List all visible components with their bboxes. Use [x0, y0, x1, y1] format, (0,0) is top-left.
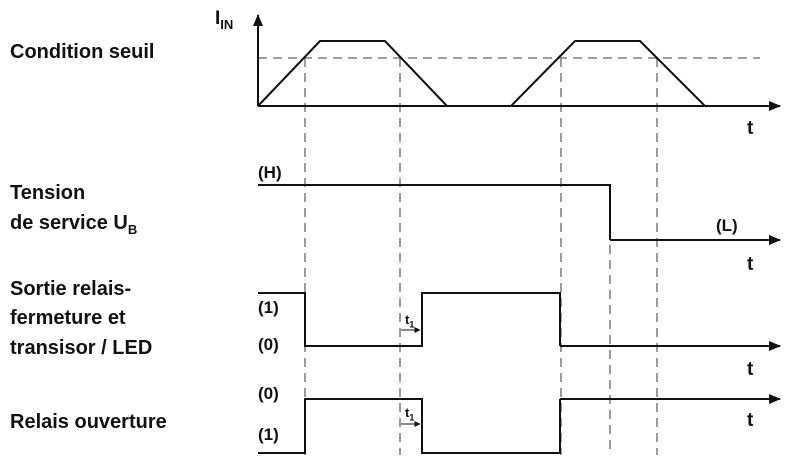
- voltage-signal: [258, 184, 611, 240]
- time-label-output: t: [747, 359, 754, 380]
- opener-row-label: Relais ouverture: [10, 411, 167, 433]
- time-label-voltage: t: [747, 254, 754, 275]
- output-level-0: (0): [258, 335, 279, 354]
- opener-signal: [258, 398, 561, 454]
- event-guides: [304, 58, 658, 455]
- output-row-label-line1: Sortie relais-: [10, 278, 132, 300]
- time-label-threshold: t: [747, 118, 754, 139]
- current-axis-label: IIN: [215, 8, 234, 32]
- current-pulse-2: [510, 40, 706, 107]
- output-row-label-line3: transisor / LED: [10, 337, 153, 359]
- output-signal: [258, 292, 561, 347]
- time-label-opener: t: [747, 410, 754, 431]
- voltage-row-label-line2: de service UB: [10, 212, 138, 237]
- delay-label-opener: t1: [405, 405, 415, 423]
- current-pulse-1: [257, 40, 448, 107]
- output-level-1: (1): [258, 298, 279, 317]
- opener-level-1: (1): [258, 425, 279, 444]
- voltage-row-label-line1: Tension: [10, 182, 86, 204]
- output-row-label-line2: fermeture et: [10, 307, 126, 329]
- opener-level-0: (0): [258, 384, 279, 403]
- voltage-level-low: (L): [716, 216, 738, 235]
- threshold-row-label: Condition seuil: [10, 41, 155, 63]
- delay-label-output: t1: [405, 312, 415, 330]
- voltage-level-high: (H): [258, 163, 282, 182]
